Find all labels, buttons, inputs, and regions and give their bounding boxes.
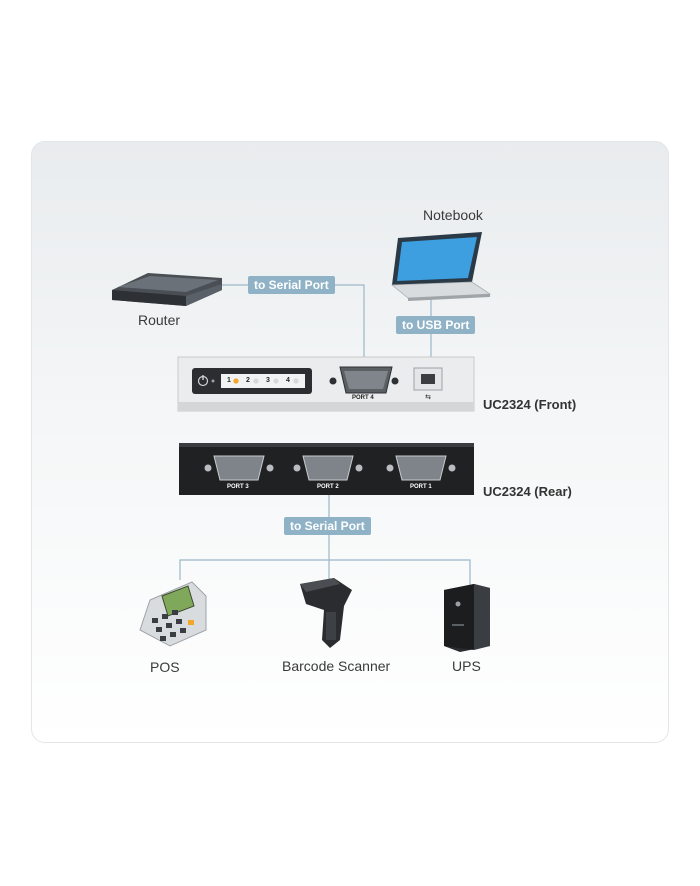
- barcode-scanner-label: Barcode Scanner: [282, 658, 391, 674]
- front-led-3: 3: [266, 377, 270, 384]
- front-port-4-label: PORT 4: [352, 395, 374, 401]
- pos-label: POS: [150, 659, 180, 675]
- front-led-2: 2: [246, 377, 250, 384]
- rear-port-1-label: PORT 1: [410, 484, 432, 490]
- rear-port-3-label: PORT 3: [227, 484, 249, 490]
- notebook-label: Notebook: [423, 207, 483, 223]
- diagram-panel: [31, 141, 669, 743]
- hub-rear-label: UC2324 (Rear): [483, 484, 572, 499]
- rear-port-2-label: PORT 2: [317, 484, 339, 490]
- svg-text:⇆: ⇆: [425, 393, 431, 401]
- rear-serial-tag: to Serial Port: [284, 517, 371, 535]
- notebook-usb-tag: to USB Port: [396, 316, 476, 334]
- router-serial-tag: to Serial Port: [248, 276, 335, 294]
- front-led-1: 1: [227, 377, 231, 384]
- ups-label: UPS: [452, 658, 481, 674]
- router-label: Router: [138, 312, 181, 328]
- front-led-4: 4: [286, 377, 290, 384]
- hub-front-label: UC2324 (Front): [483, 397, 577, 412]
